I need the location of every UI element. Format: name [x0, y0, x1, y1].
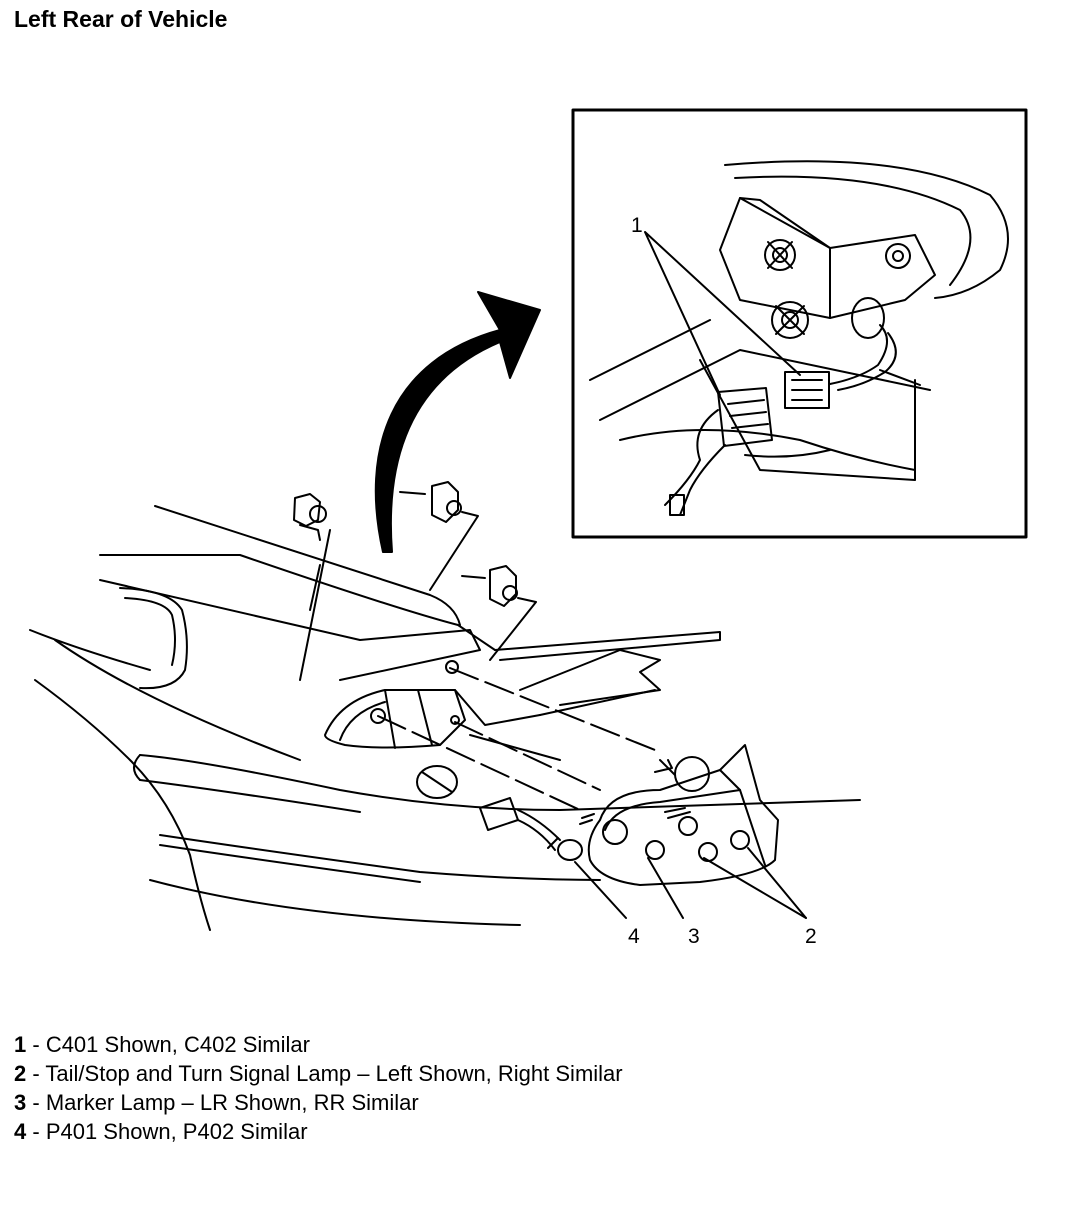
- bulb-socket: [764, 239, 796, 271]
- legend-text: Marker Lamp – LR Shown, RR Similar: [45, 1090, 419, 1115]
- bulb-socket: [771, 301, 809, 339]
- nut: [461, 565, 537, 661]
- nut: [293, 493, 331, 681]
- legend-text: Tail/Stop and Turn Signal Lamp – Left Sh…: [45, 1061, 623, 1086]
- legend-item: 2 - Tail/Stop and Turn Signal Lamp – Lef…: [14, 1059, 623, 1088]
- legend-item: 1 - C401 Shown, C402 Similar: [14, 1030, 623, 1059]
- diagram-title: Left Rear of Vehicle: [14, 6, 228, 32]
- inset-detail: [571, 108, 1028, 539]
- legend-separator: -: [26, 1090, 46, 1115]
- legend: 1 - C401 Shown, C402 Similar 2 - Tail/St…: [14, 1030, 623, 1146]
- legend-number: 3: [14, 1090, 27, 1115]
- detail-arrow: [374, 291, 541, 553]
- legend-separator: -: [26, 1119, 46, 1144]
- guide-lines: [377, 667, 661, 811]
- legend-separator: -: [26, 1032, 46, 1057]
- callout-3: 3: [688, 925, 700, 948]
- leader-2a: [703, 857, 807, 919]
- pigtail-p401: [479, 797, 583, 861]
- bulb-socket: [885, 243, 911, 269]
- connector-c401-mate: [717, 387, 773, 447]
- legend-text: P401 Shown, P402 Similar: [45, 1119, 308, 1144]
- legend-item: 4 - P401 Shown, P402 Similar: [14, 1117, 623, 1146]
- tail-lamp-assembly: [579, 744, 779, 886]
- legend-number: 4: [14, 1119, 27, 1144]
- legend-number: 2: [14, 1061, 27, 1086]
- callout-1: 1: [631, 214, 643, 237]
- leader-2b: [747, 847, 807, 919]
- vehicle-body: [29, 505, 861, 931]
- vehicle-rear-illustration: 1 2 3 4: [29, 108, 1028, 948]
- legend-text: C401 Shown, C402 Similar: [45, 1032, 310, 1057]
- callout-2: 2: [805, 925, 817, 948]
- leader-4: [574, 861, 627, 919]
- legend-item: 3 - Marker Lamp – LR Shown, RR Similar: [14, 1088, 623, 1117]
- leader-3: [647, 857, 684, 919]
- legend-number: 1: [14, 1032, 27, 1057]
- nut: [399, 481, 479, 591]
- connector-c401: [784, 371, 830, 409]
- legend-separator: -: [26, 1061, 46, 1086]
- callout-4: 4: [628, 925, 640, 948]
